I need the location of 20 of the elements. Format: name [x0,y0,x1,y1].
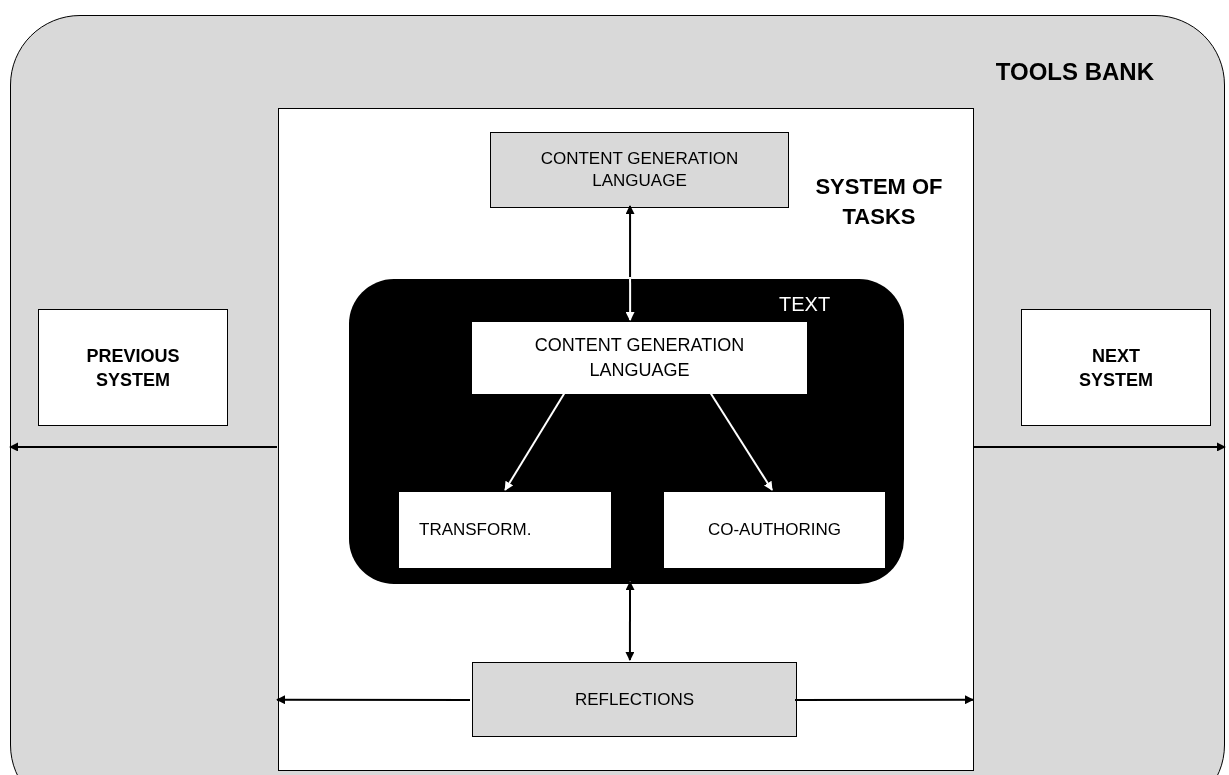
process-box [664,492,885,568]
box-label: PREVIOUS SYSTEM [85,344,181,392]
process-box [38,309,228,426]
panel-heading: SYSTEM OF TASKS [814,173,944,231]
box-label: REFLECTIONS [575,688,694,711]
process-box [399,492,611,568]
box-label: CONTENT GENERATION LANGUAGE [539,148,740,192]
process-box [490,132,789,208]
process-box [472,322,807,394]
panel [278,108,974,771]
rounded-panel [10,15,1225,775]
box-label: NEXT SYSTEM [1078,344,1154,392]
rounded-panel [349,279,904,584]
process-box [472,662,797,737]
box-label: CONTENT GENERATION LANGUAGE [533,334,746,382]
process-box [1021,309,1211,426]
panel-heading: TEXT [779,292,831,317]
panel-heading: TOOLS BANK [995,57,1154,87]
box-label: TRANSFORM. [419,519,532,542]
box-label: CO-AUTHORING [707,519,842,542]
